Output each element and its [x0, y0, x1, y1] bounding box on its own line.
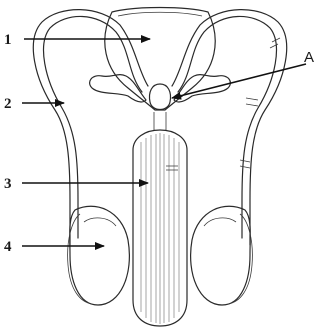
label-1: 1 — [4, 32, 12, 48]
label-3: 3 — [4, 176, 12, 192]
vas-deferens-right — [172, 10, 287, 245]
label-2: 2 — [4, 96, 12, 112]
penis — [133, 130, 187, 326]
label-4: 4 — [4, 239, 12, 255]
label-a: A — [304, 49, 314, 66]
seminal-vesicles — [90, 75, 231, 130]
testis-right — [191, 206, 253, 305]
vas-deferens-left — [33, 10, 148, 245]
testis-left — [68, 206, 130, 305]
arrow-label-a — [172, 64, 306, 98]
